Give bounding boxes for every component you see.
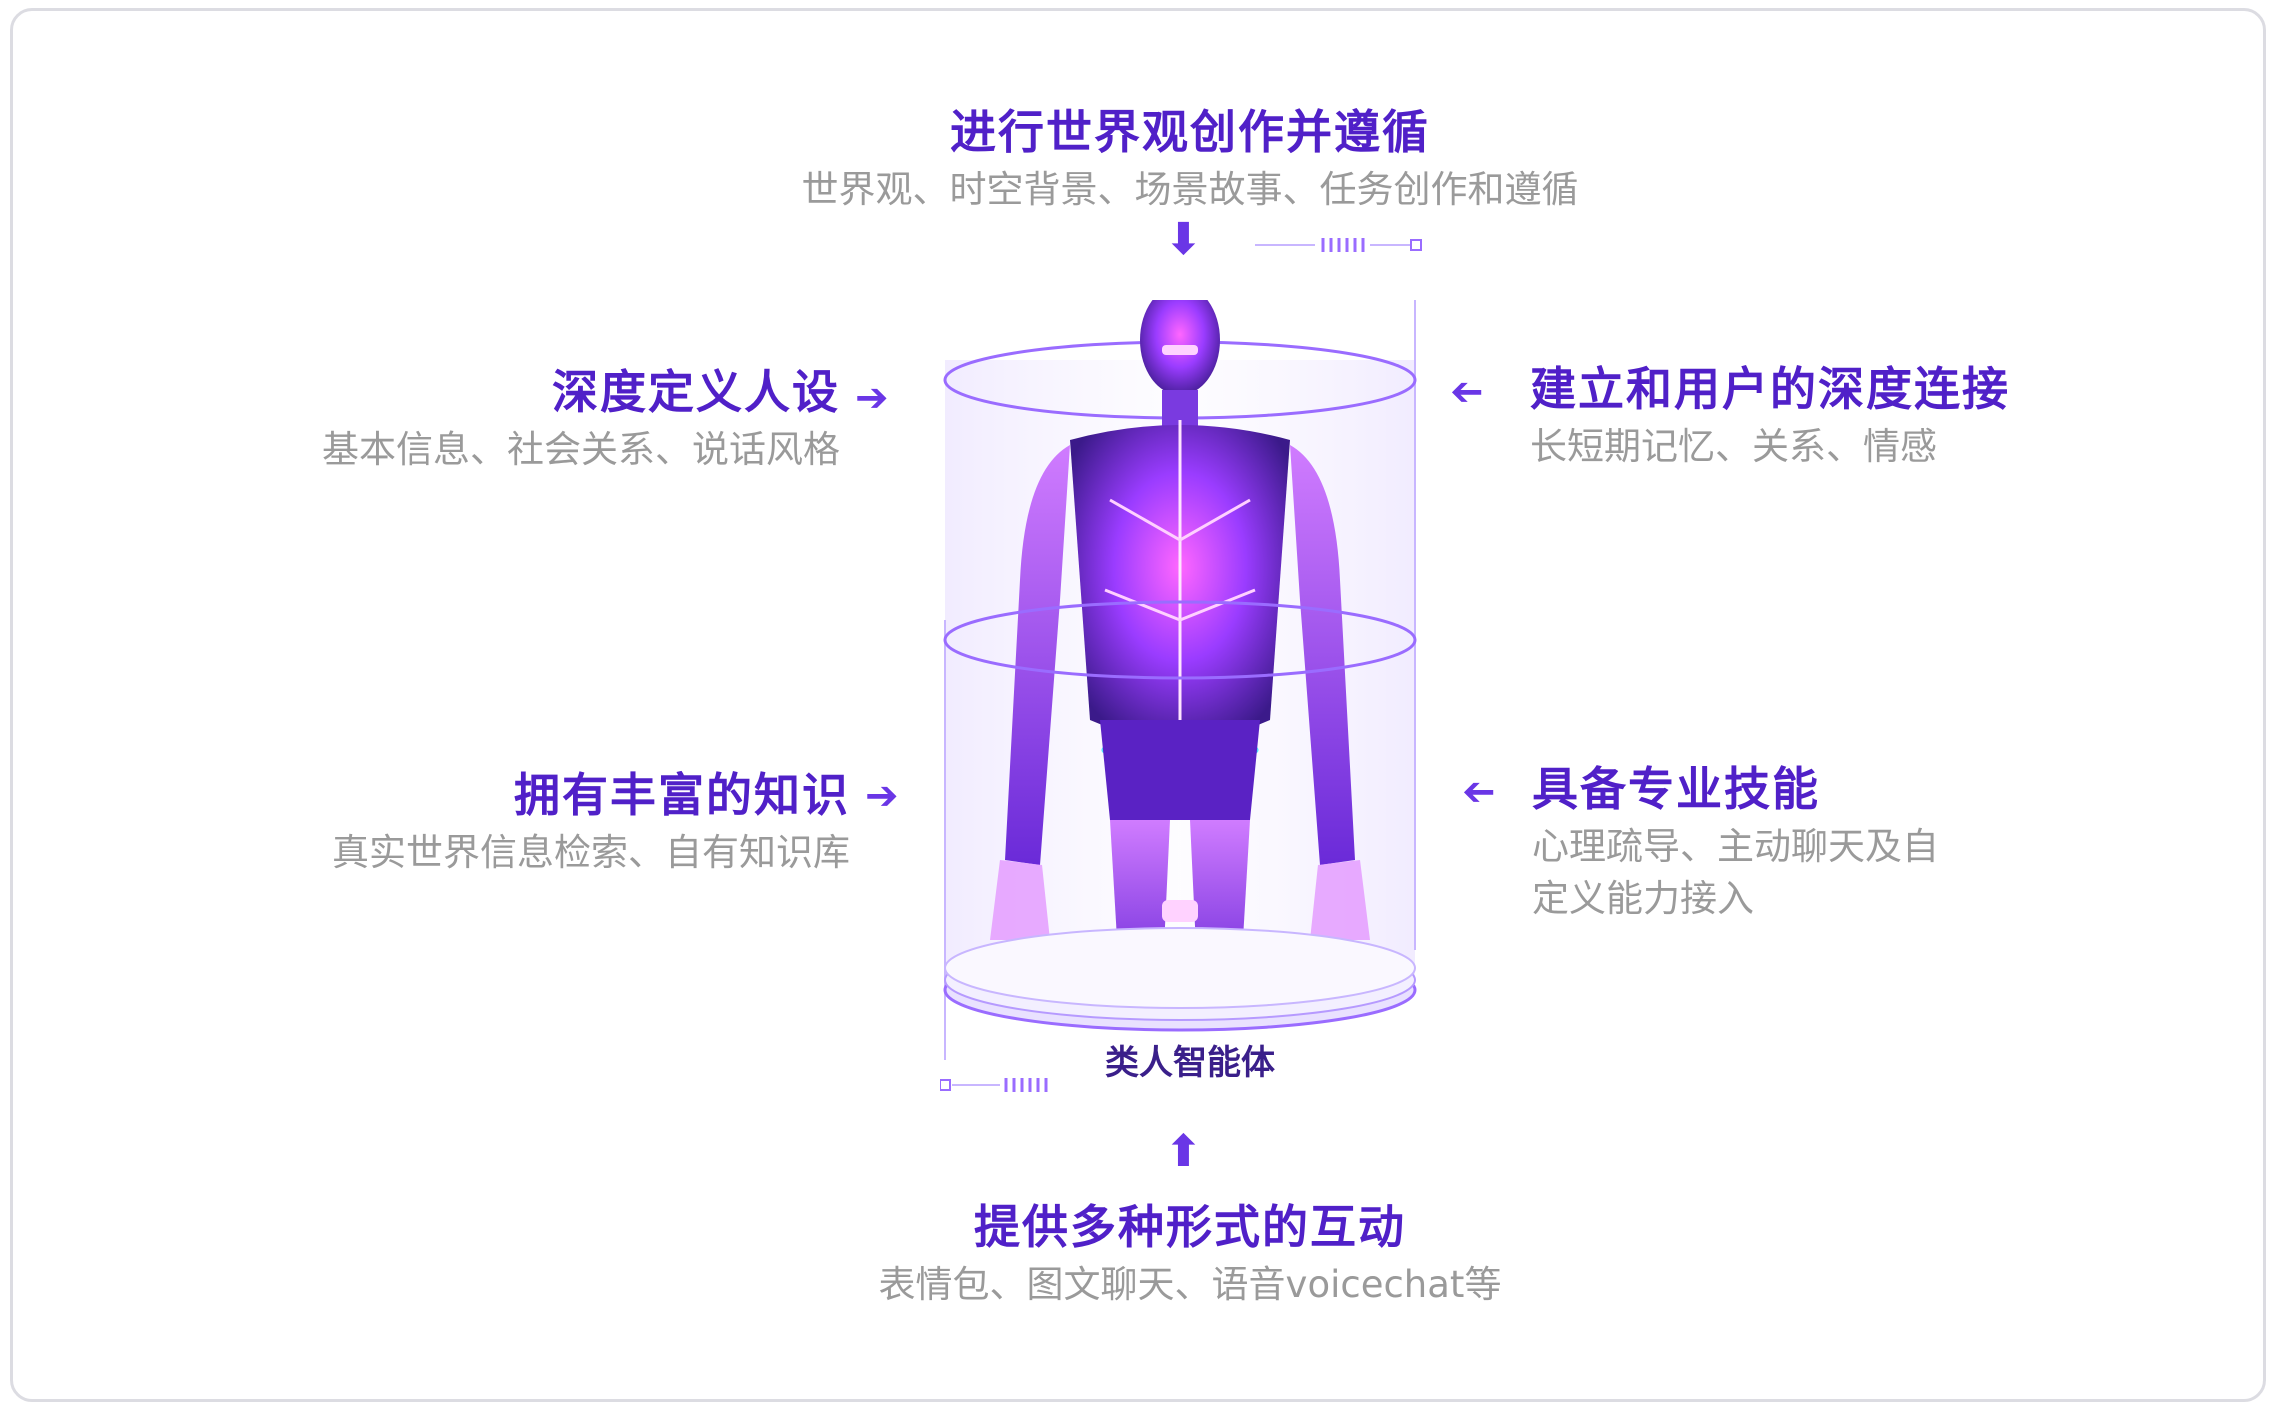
bottom-block: 提供多种形式的互动 表情包、图文聊天、语音voicechat等	[640, 1200, 1740, 1311]
left-top-block: 深度定义人设 基本信息、社会关系、说话风格	[240, 365, 840, 476]
right-bottom-subtitle-line1: 心理疏导、主动聊天及自	[1532, 825, 1939, 869]
top-title: 进行世界观创作并遵循	[950, 105, 1430, 159]
arrow-right-icon: ➔	[855, 375, 889, 421]
bottom-title: 提供多种形式的互动	[974, 1200, 1406, 1254]
right-top-title: 建立和用户的深度连接	[1530, 362, 2010, 416]
decor-scale-bottom	[940, 1078, 1048, 1092]
arrow-left-icon: ➔	[1462, 769, 1496, 815]
left-bottom-block: 拥有丰富的知识 真实世界信息检索、自有知识库	[250, 768, 850, 879]
left-bottom-title: 拥有丰富的知识	[514, 768, 850, 822]
right-bottom-subtitle-line2: 定义能力接入	[1532, 876, 1754, 920]
bottom-subtitle: 表情包、图文聊天、语音voicechat等	[878, 1263, 1502, 1307]
top-block: 进行世界观创作并遵循 世界观、时空背景、场景故事、任务创作和遵循	[640, 105, 1740, 216]
left-top-title: 深度定义人设	[552, 365, 840, 419]
decor-scale-top	[1255, 238, 1422, 252]
arrow-left-icon: ➔	[1450, 369, 1484, 415]
right-bottom-block: 具备专业技能 心理疏导、主动聊天及自 定义能力接入	[1532, 762, 2232, 925]
left-top-subtitle: 基本信息、社会关系、说话风格	[322, 428, 840, 472]
top-subtitle: 世界观、时空背景、场景故事、任务创作和遵循	[801, 168, 1579, 212]
center-label: 类人智能体	[1105, 1043, 1275, 1083]
right-top-block: 建立和用户的深度连接 长短期记忆、关系、情感	[1530, 362, 2230, 473]
arrow-up-icon: ⬆	[1165, 1126, 1202, 1177]
arrow-right-icon: ➔	[865, 773, 899, 819]
arrow-down-icon: ⬇	[1165, 214, 1202, 265]
right-bottom-title: 具备专业技能	[1532, 762, 1820, 816]
right-top-subtitle: 长短期记忆、关系、情感	[1530, 425, 1937, 469]
left-bottom-subtitle: 真实世界信息检索、自有知识库	[332, 831, 850, 875]
humanoid-robot-illustration	[943, 300, 1417, 1060]
